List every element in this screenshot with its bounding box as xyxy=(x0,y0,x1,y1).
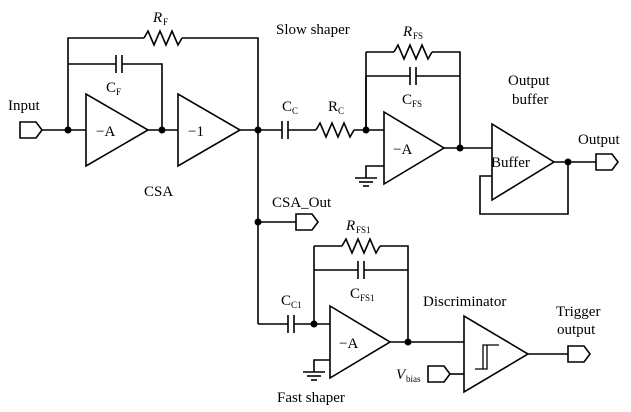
inverter-gain: −1 xyxy=(188,124,204,140)
rf-resistor xyxy=(143,28,183,48)
cfs-sub: FS xyxy=(412,99,422,109)
slow-shaper-amplifier xyxy=(383,110,446,186)
input-port xyxy=(19,121,43,139)
rfs1-label: R xyxy=(345,218,355,234)
input-label: Input xyxy=(8,98,40,114)
cc-sub: C xyxy=(292,106,298,116)
rfs1-resistor xyxy=(341,236,381,256)
rf-label: R xyxy=(152,10,162,26)
rfs1-sub: FS1 xyxy=(356,225,371,235)
vbias-port xyxy=(427,365,451,383)
junction-dot xyxy=(64,126,72,134)
fast-shaper-amplifier xyxy=(329,304,392,380)
rc-resistor xyxy=(315,120,355,140)
discriminator-label: Discriminator xyxy=(423,294,506,310)
rfs-sub: FS xyxy=(413,31,423,41)
hysteresis-icon xyxy=(475,344,499,370)
output-buffer-label-line2: buffer xyxy=(512,92,548,108)
fast-gain: −A xyxy=(339,336,358,352)
junction-dot xyxy=(404,338,412,346)
junction-dot xyxy=(254,218,262,226)
slow-shaper-label: Slow shaper xyxy=(276,22,350,38)
csa-out-label: CSA_Out xyxy=(272,195,332,211)
rf-sub: F xyxy=(163,17,168,27)
rfs-label: R xyxy=(402,24,412,40)
rfs-resistor xyxy=(393,42,433,62)
output-label: Output xyxy=(578,132,621,148)
junction-dot xyxy=(564,158,572,166)
junction-dot xyxy=(456,144,464,152)
trigger-output-port xyxy=(567,345,591,363)
buffer-label: Buffer xyxy=(491,155,530,171)
output-buffer xyxy=(491,122,556,202)
cf-sub: F xyxy=(116,87,121,97)
output-port xyxy=(595,153,619,171)
csa-label: CSA xyxy=(144,184,173,200)
trigger-output-label-line2: output xyxy=(557,322,596,338)
slow-gain: −A xyxy=(393,142,412,158)
rc-label: R xyxy=(328,99,338,115)
cfs1-sub: FS1 xyxy=(360,293,375,303)
junction-dot xyxy=(158,126,166,134)
inverter-amplifier xyxy=(177,92,242,168)
cfs1-label: C xyxy=(350,286,360,302)
cc-label: C xyxy=(282,99,292,115)
junction-dot xyxy=(362,126,370,134)
cc1-label: C xyxy=(281,293,291,309)
junction-dot xyxy=(310,320,318,328)
fast-shaper-label: Fast shaper xyxy=(277,390,345,406)
rc-sub: C xyxy=(338,106,344,116)
vbias-label: V xyxy=(396,367,407,383)
cc1-sub: C1 xyxy=(291,300,302,310)
output-buffer-label-line1: Output xyxy=(508,73,551,89)
csa-amplifier xyxy=(85,92,150,168)
cfs-label: C xyxy=(402,92,412,108)
vbias-sub: bias xyxy=(406,374,421,384)
discriminator-comparator xyxy=(463,314,530,394)
cf-label: C xyxy=(106,80,116,96)
csa-out-port xyxy=(295,213,319,231)
csa-gain: −A xyxy=(96,124,115,140)
trigger-output-label-line1: Trigger xyxy=(556,304,600,320)
